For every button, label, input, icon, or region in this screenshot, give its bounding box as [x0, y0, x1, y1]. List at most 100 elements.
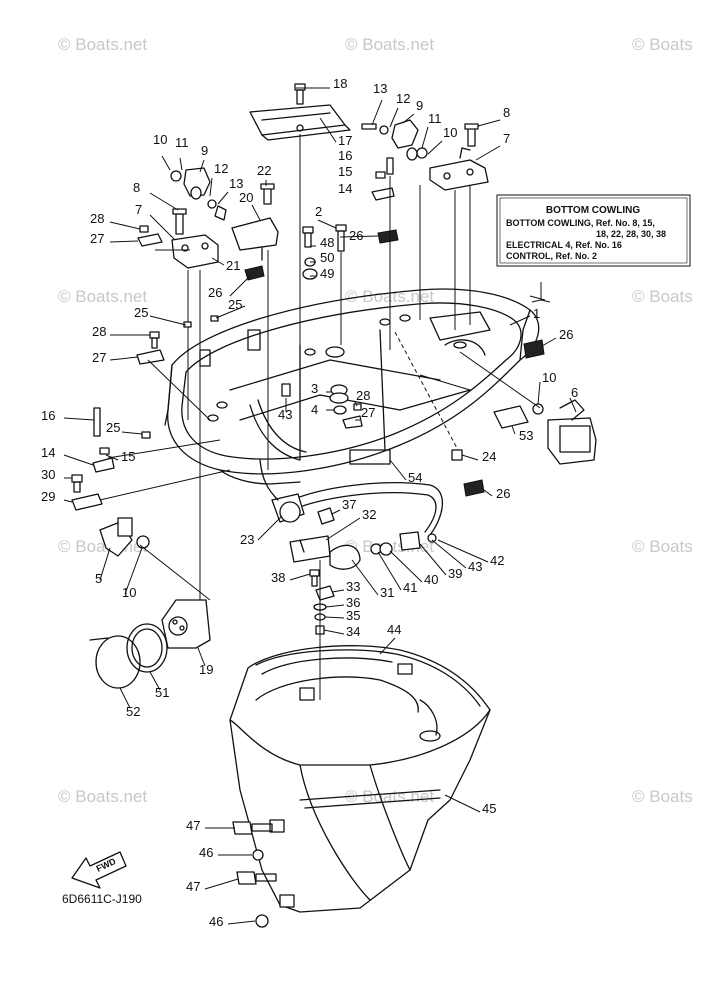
- right-lock-assembly: [361, 119, 489, 330]
- callout-30: 30: [41, 467, 55, 482]
- callout-24: 24: [482, 449, 496, 464]
- callout-39: 39: [448, 566, 462, 581]
- center-parts: [281, 383, 363, 429]
- watermark: © Boats: [632, 787, 693, 806]
- callout-51: 51: [155, 685, 169, 700]
- callout-9: 9: [201, 143, 208, 158]
- callout-42: 42: [490, 553, 504, 568]
- callout-12: 12: [214, 161, 228, 176]
- callout-4: 4: [311, 402, 318, 417]
- upper-bracket: [249, 83, 351, 400]
- callout-47: 47: [186, 818, 200, 833]
- callout-33: 33: [346, 579, 360, 594]
- callout-16: 16: [338, 148, 352, 163]
- lower-cowling: [229, 645, 491, 913]
- callout-26: 26: [559, 327, 573, 342]
- watermark: © Boats.net: [58, 35, 147, 54]
- callout-28: 28: [90, 211, 104, 226]
- callout-8: 8: [503, 105, 510, 120]
- callout-29: 29: [41, 489, 55, 504]
- callout-14: 14: [41, 445, 55, 460]
- callout-27: 27: [92, 350, 106, 365]
- callout-10: 10: [542, 370, 556, 385]
- callout-7: 7: [135, 202, 142, 217]
- callout-43: 43: [278, 407, 292, 422]
- callout-10: 10: [443, 125, 457, 140]
- callout-40: 40: [424, 572, 438, 587]
- reference-box-line-1: BOTTOM COWLING, Ref. No. 8, 15,: [506, 218, 655, 228]
- callout-53: 53: [519, 428, 533, 443]
- callout-1: 1: [533, 306, 540, 321]
- callout-34: 34: [346, 624, 360, 639]
- callout-43: 43: [468, 559, 482, 574]
- callout-19: 19: [199, 662, 213, 677]
- left-side-small: [71, 225, 231, 511]
- left-lock-assembly: [170, 167, 227, 420]
- callout-26: 26: [208, 285, 222, 300]
- callout-15: 15: [338, 164, 352, 179]
- watermark-layer: © Boats.net © Boats.net © Boats © Boats.net…: [58, 35, 693, 806]
- callout-10: 10: [122, 585, 136, 600]
- leader-lines: [63, 87, 577, 925]
- callout-35: 35: [346, 608, 360, 623]
- callout-31: 31: [380, 585, 394, 600]
- reference-box: BOTTOM COWLING BOTTOM COWLING, Ref. No. …: [496, 194, 691, 267]
- callout-3: 3: [311, 381, 318, 396]
- bolt-stack: [309, 560, 335, 700]
- callout-52: 52: [126, 704, 140, 719]
- callout-44: 44: [387, 622, 401, 637]
- right-side-small: [371, 157, 395, 350]
- grommets: [244, 229, 545, 497]
- watermark: © Boats.net: [58, 787, 147, 806]
- reference-box-line-4: CONTROL, Ref. No. 2: [506, 251, 597, 261]
- callout-46: 46: [209, 914, 223, 929]
- callout-8: 8: [133, 180, 140, 195]
- callout-17: 17: [338, 133, 352, 148]
- callout-15: 15: [121, 449, 135, 464]
- callout-5: 5: [95, 571, 102, 586]
- callout-27: 27: [90, 231, 104, 246]
- callout-32: 32: [362, 507, 376, 522]
- watermark: © Boats.net: [345, 787, 434, 806]
- callout-21: 21: [226, 258, 240, 273]
- hoses-wiring: [259, 459, 443, 570]
- callout-47: 47: [186, 879, 200, 894]
- callout-36: 36: [346, 595, 360, 610]
- reference-box-line-3: ELECTRICAL 4, Ref. No. 16: [506, 240, 622, 250]
- callout-48: 48: [320, 235, 334, 250]
- callout-27: 27: [361, 405, 375, 420]
- callout-45: 45: [482, 801, 496, 816]
- callout-25: 25: [134, 305, 148, 320]
- reference-box-line-2: 18, 22, 28, 30, 38: [596, 229, 666, 239]
- callout-22: 22: [257, 163, 271, 178]
- left-lower-parts: [89, 390, 211, 689]
- watermark: © Boats: [632, 35, 693, 54]
- callout-26: 26: [349, 228, 363, 243]
- bracket-20: [231, 183, 279, 470]
- callout-25: 25: [228, 297, 242, 312]
- bottom-cowling-tray: [164, 288, 540, 485]
- callout-6: 6: [571, 385, 578, 400]
- callout-20: 20: [239, 190, 253, 205]
- callout-23: 23: [240, 532, 254, 547]
- reference-box-title: BOTTOM COWLING: [546, 205, 640, 216]
- callout-26: 26: [496, 486, 510, 501]
- callout-38: 38: [271, 570, 285, 585]
- callout-50: 50: [320, 250, 334, 265]
- callout-13: 13: [373, 81, 387, 96]
- callout-12: 12: [396, 91, 410, 106]
- watermark: © Boats: [632, 537, 693, 556]
- callout-49: 49: [320, 266, 334, 281]
- drawing-code: 6D6611C-J190: [62, 892, 142, 906]
- callout-25: 25: [106, 420, 120, 435]
- callout-28: 28: [92, 324, 106, 339]
- watermark: © Boats.net: [345, 35, 434, 54]
- callout-54: 54: [408, 470, 422, 485]
- callout-13: 13: [229, 176, 243, 191]
- callout-2: 2: [315, 204, 322, 219]
- callout-7: 7: [503, 131, 510, 146]
- callout-46: 46: [199, 845, 213, 860]
- callout-37: 37: [342, 497, 356, 512]
